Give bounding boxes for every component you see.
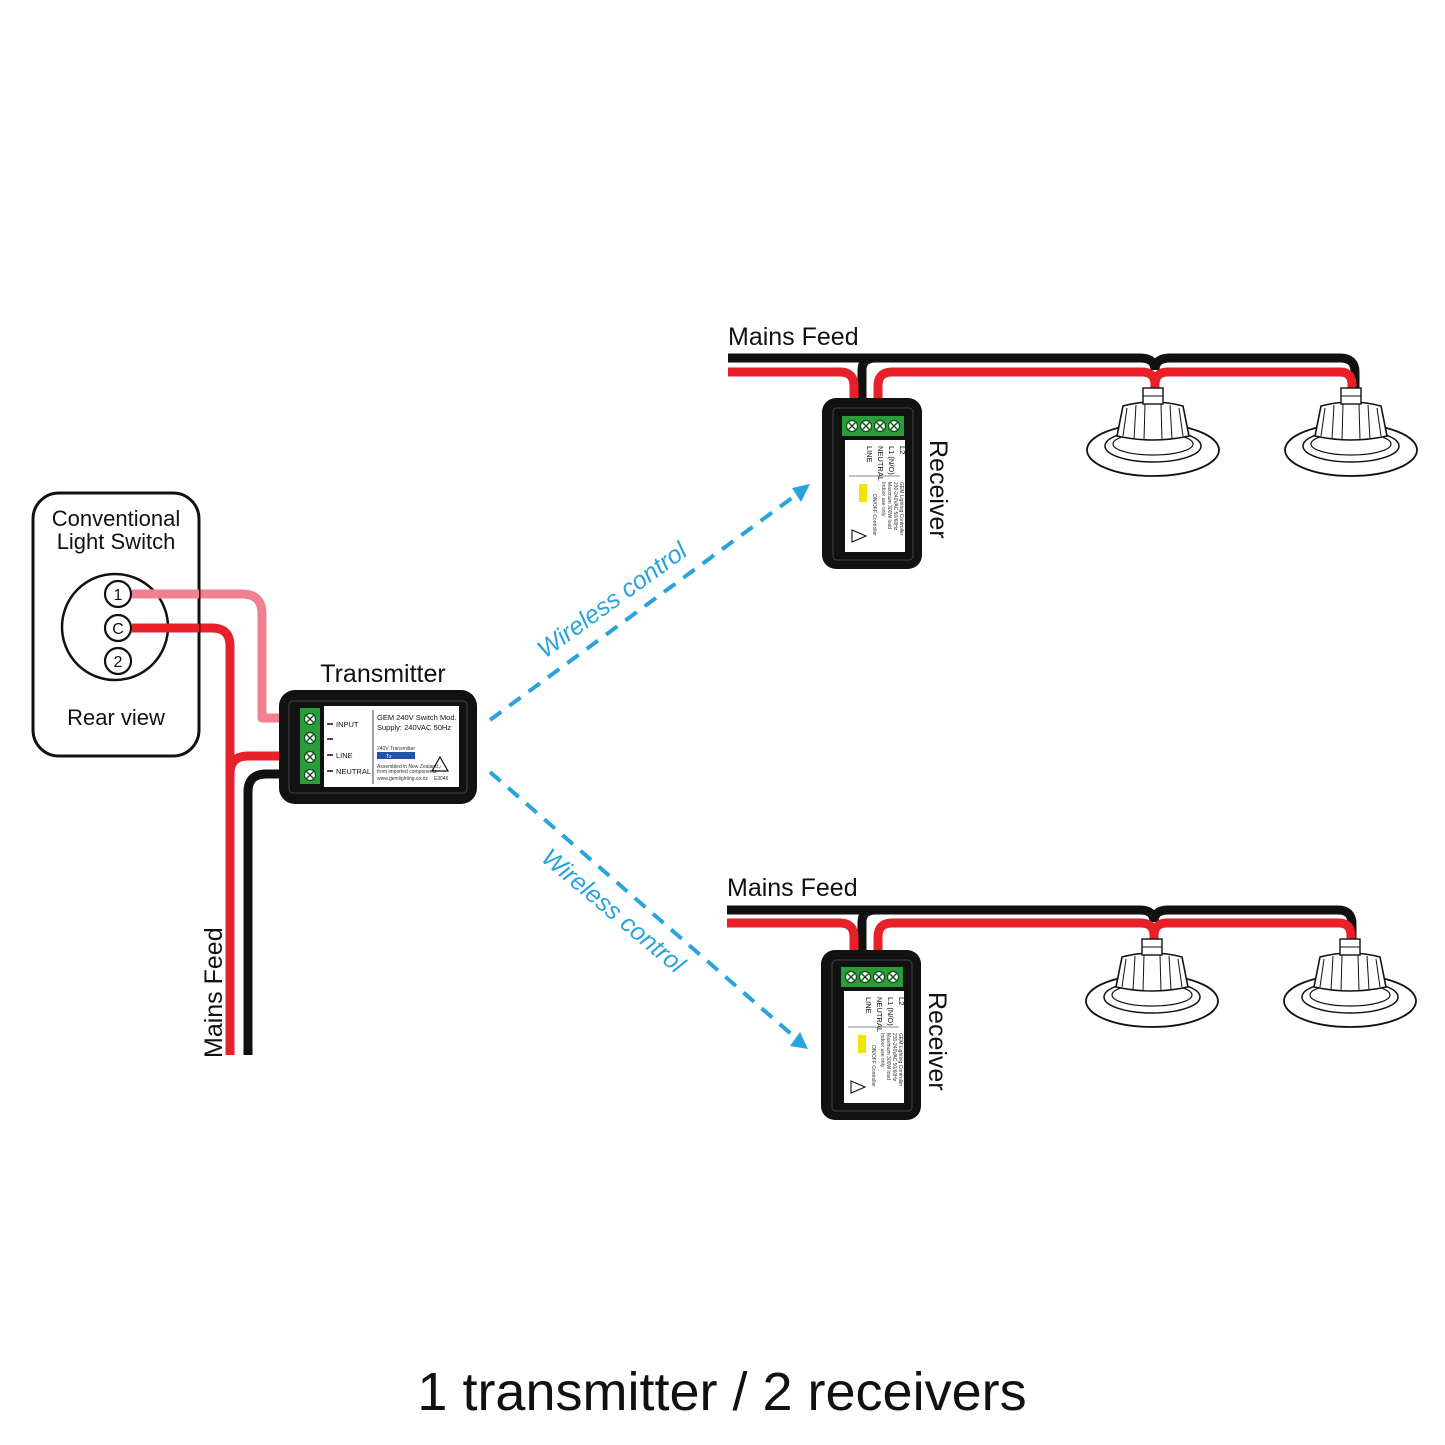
svg-text:Indoor use only: Indoor use only <box>880 482 886 517</box>
mains-feed-bottom-label: Mains Feed <box>727 874 858 902</box>
receiver-bottom-label: Receiver <box>923 992 951 1091</box>
mains-feed-top-label: Mains Feed <box>728 323 859 351</box>
arrow-head-icon <box>792 484 810 502</box>
wireless-link-top: Wireless control <box>488 484 810 722</box>
switch-terminal-1: 1 <box>103 579 133 609</box>
switch-title-line1: Conventional <box>52 506 180 531</box>
svg-text:GEM Lighting Controller: GEM Lighting Controller <box>898 482 904 536</box>
svg-text:L1 (N/O): L1 (N/O) <box>887 446 896 475</box>
svg-text:L2: L2 <box>898 446 907 454</box>
rcm-mark-icon <box>851 529 868 543</box>
transmitter-badge <box>377 752 415 759</box>
terminal-input-label: INPUT <box>336 720 359 729</box>
rcm-mark-icon: ✓ <box>430 755 450 772</box>
arrow-head-icon <box>790 1032 808 1049</box>
receiver-badge <box>858 1035 866 1053</box>
downlight-icon <box>1284 387 1418 477</box>
switch-title-line2: Light Switch <box>57 529 176 554</box>
receiver-group-bottom: Mains Feed L2 L1 (N/O) NEUTRAL LINE GEM … <box>727 874 1417 1120</box>
rcm-mark-icon <box>850 1080 867 1094</box>
terminal-line-label: LINE <box>336 751 353 760</box>
transmitter-label-panel <box>324 706 459 787</box>
svg-text:Tx: Tx <box>386 754 392 760</box>
svg-text:GEM Lighting Controller: GEM Lighting Controller <box>897 1033 903 1087</box>
transmitter-assembled-2: from imported components <box>377 769 437 775</box>
svg-text:✓: ✓ <box>438 765 442 771</box>
transmitter-code: E3046 <box>434 776 449 782</box>
transmitter: Transmitter INPUT LINE NEUTRAL GEM 240V … <box>279 660 477 804</box>
svg-text:NEUTRAL: NEUTRAL <box>876 446 885 481</box>
svg-text:ON/OFF Controller: ON/OFF Controller <box>871 494 877 536</box>
receiver-terminal-block <box>841 967 903 987</box>
transmitter-terminal-labels: INPUT LINE NEUTRAL <box>327 720 371 776</box>
downlight-icon <box>1085 938 1219 1028</box>
receiver-terminal-block <box>842 416 904 436</box>
downlight-icon <box>1086 387 1220 477</box>
svg-text:230-240VAC 50/60Hz: 230-240VAC 50/60Hz <box>891 1033 897 1082</box>
receiver-label-panel <box>845 440 905 552</box>
svg-text:L2: L2 <box>897 997 906 1005</box>
svg-text:L1 (N/O): L1 (N/O) <box>886 997 895 1026</box>
wireless-label-top: Wireless control <box>532 536 693 664</box>
receiver-top-label: Receiver <box>924 440 952 539</box>
switch-terminal-c: C <box>103 613 133 643</box>
transmitter-assembled-1: Assembled in New Zealand <box>377 764 438 770</box>
svg-text:LINE: LINE <box>864 997 873 1014</box>
switch-terminal-2: 2 <box>103 646 133 676</box>
receiver-top: L2 L1 (N/O) NEUTRAL LINE GEM Lighting Co… <box>822 398 922 569</box>
svg-text:Indoor use only: Indoor use only <box>879 1033 885 1068</box>
transmitter-website: www.gemlighting.co.nz <box>377 776 428 782</box>
receiver-bottom: L2 L1 (N/O) NEUTRAL LINE GEM Lighting Co… <box>821 950 921 1120</box>
downlight-icon <box>1283 938 1417 1028</box>
transmitter-label: Transmitter <box>320 660 445 688</box>
mains-feed-left-label: Mains Feed <box>200 927 228 1058</box>
transmitter-spec-line1: GEM 240V Switch Mod. <box>377 713 457 722</box>
transmitter-model: 240V Transmitter <box>377 746 415 752</box>
transmitter-wiring <box>132 589 290 1055</box>
receiver-label-panel <box>844 991 904 1103</box>
light-switch: Conventional Light Switch 1 C 2 Rear vie… <box>31 491 201 758</box>
svg-text:2: 2 <box>114 654 123 671</box>
svg-text:Maximum 300W load: Maximum 300W load <box>886 482 892 529</box>
svg-text:C: C <box>112 621 124 638</box>
transmitter-terminal-block <box>300 708 320 784</box>
svg-text:230-240VAC 50/60Hz: 230-240VAC 50/60Hz <box>892 482 898 531</box>
terminal-neutral-label: NEUTRAL <box>336 767 371 776</box>
svg-text:ON/OFF Controller: ON/OFF Controller <box>870 1045 876 1087</box>
svg-text:LINE: LINE <box>865 446 874 463</box>
diagram-title: 1 transmitter / 2 receivers <box>417 1362 1026 1422</box>
receiver-badge <box>859 484 867 502</box>
receiver-group-top: Mains Feed L2 L1 (N/O) NEUTRAL LINE GEM … <box>728 323 1418 569</box>
transmitter-spec-line2: Supply: 240VAC 50Hz <box>377 723 451 732</box>
svg-text:NEUTRAL: NEUTRAL <box>875 997 884 1032</box>
wireless-label-bottom: Wireless control <box>536 843 691 980</box>
switch-caption: Rear view <box>67 705 165 730</box>
svg-text:Maximum 300W load: Maximum 300W load <box>885 1033 891 1080</box>
svg-text:1: 1 <box>114 587 123 604</box>
